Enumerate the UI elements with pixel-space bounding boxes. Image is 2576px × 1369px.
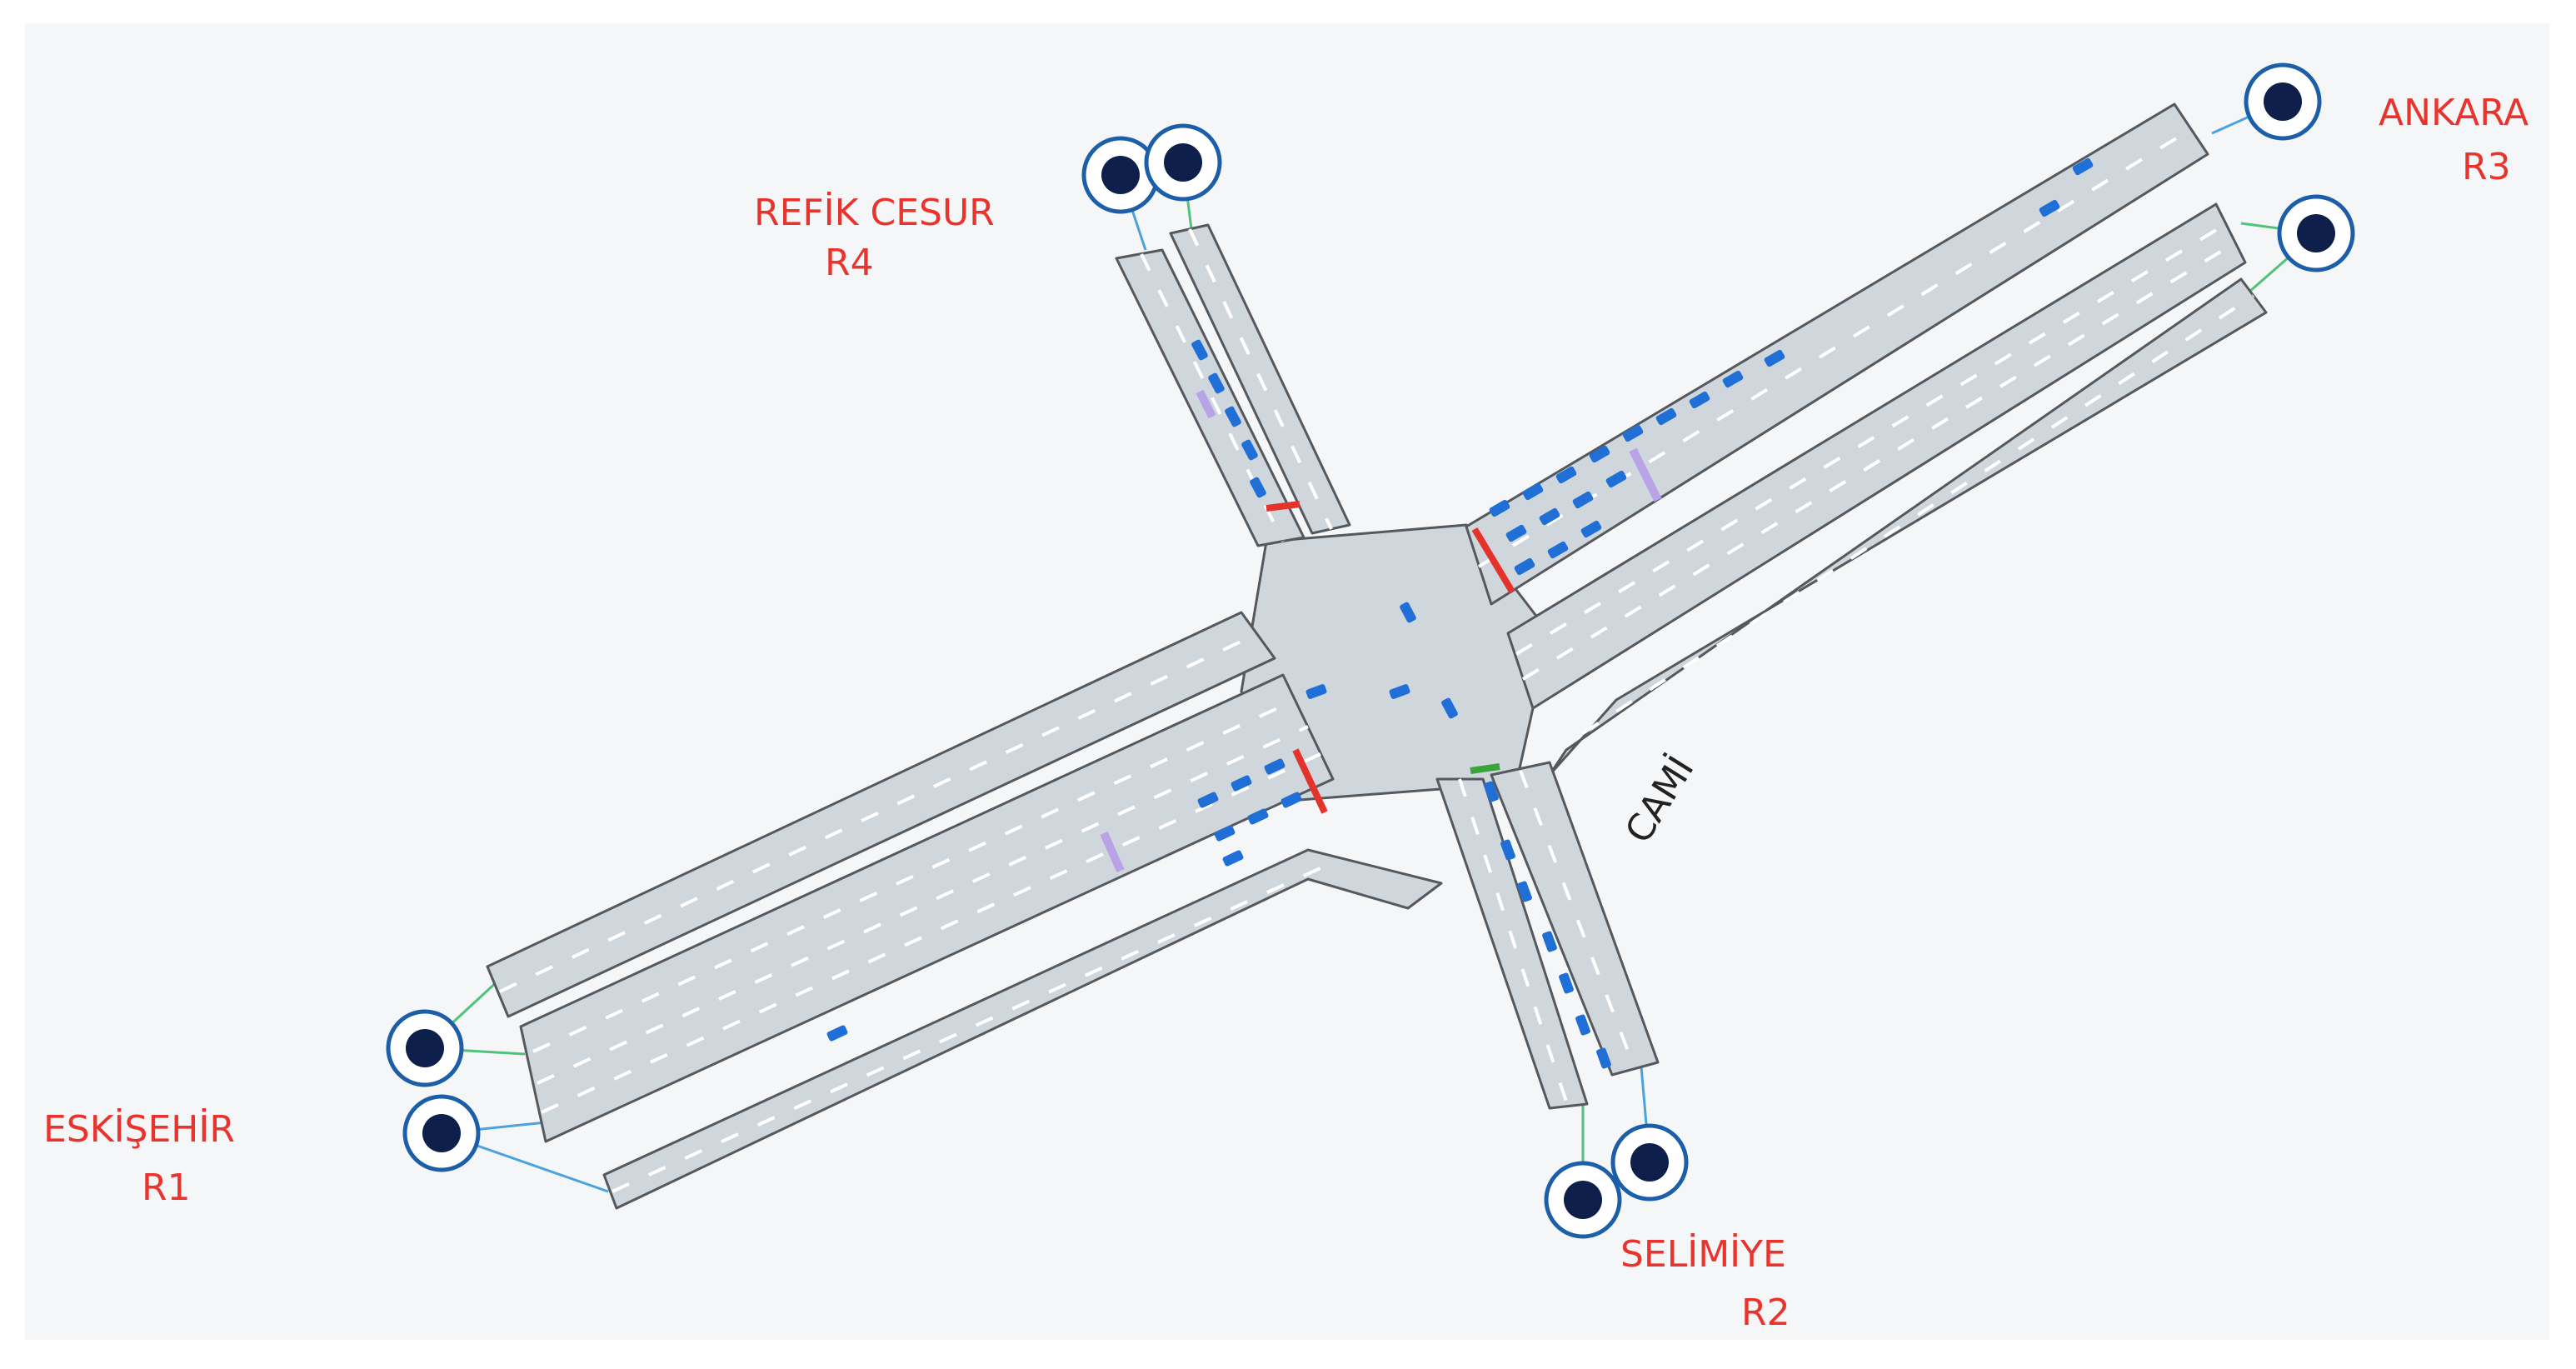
detectors — [1100, 389, 1662, 873]
road-eskisehir-westbound — [486, 611, 1276, 1018]
label-selimiye-code: R2 — [1741, 1292, 1790, 1334]
lane-markings — [499, 127, 2255, 1193]
road-refik-cesur-southbound — [1115, 248, 1305, 547]
label-eskisehir-name: ESKİŞEHİR — [43, 1107, 235, 1151]
zone-node-icon[interactable] — [1084, 138, 1157, 212]
road-selimiye-southbound — [1435, 777, 1589, 1110]
zone-node-icon[interactable] — [1613, 1126, 1686, 1199]
zone-node-icon[interactable] — [388, 1012, 462, 1085]
road-eskisehir-slip — [602, 848, 1443, 1210]
zone-node-icon[interactable] — [2279, 197, 2353, 270]
label-ankara-name: ANKARA — [2379, 92, 2529, 134]
label-refik-cesur-code: R4 — [825, 242, 874, 284]
approach-labels: ESKİŞEHİR R1 SELİMİYE R2 ANKARA R3 REFİK… — [43, 92, 2529, 1334]
label-selimiye-name: SELİMİYE — [1620, 1232, 1786, 1276]
zone-node-icon[interactable] — [1146, 126, 1220, 199]
road-selimiye-northbound — [1490, 761, 1660, 1077]
zone-node-icon[interactable] — [1546, 1163, 1620, 1237]
road-ankara-eastbound — [1506, 202, 2247, 710]
label-eskisehir-code: R1 — [142, 1167, 191, 1209]
label-ankara-code: R3 — [2462, 146, 2511, 188]
stop-lines — [1266, 501, 1515, 814]
zone-node-icon[interactable] — [2246, 65, 2319, 138]
label-refik-cesur-name: REFİK CESUR — [754, 191, 995, 234]
zone-node-icon[interactable] — [405, 1097, 478, 1170]
road-eskisehir-eastbound — [519, 673, 1335, 1143]
